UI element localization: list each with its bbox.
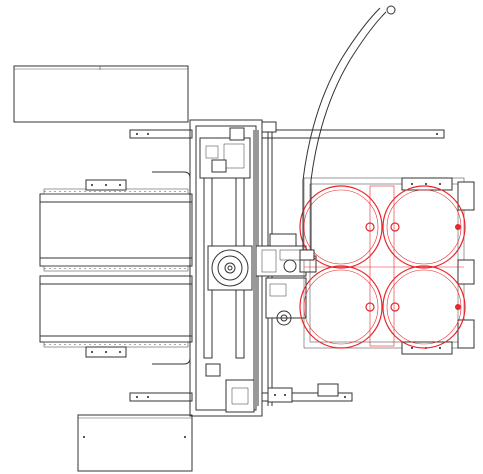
- gripper-carriage: [207, 233, 317, 326]
- infeed-conveyor-lower: [39, 275, 193, 365]
- drum-grid: [299, 185, 466, 349]
- mounting-plates: [261, 121, 339, 403]
- infeed-conveyor-upper: [39, 171, 193, 272]
- supply-hose: [299, 5, 396, 261]
- drum-top-right: [382, 185, 466, 269]
- drum-bung-marker: [455, 224, 461, 230]
- drum-top-left: [299, 185, 383, 269]
- drum-bung-marker: [455, 304, 461, 310]
- loose-panel-bottom: [77, 414, 193, 472]
- loose-panel-top-left: [13, 65, 189, 123]
- drum-bottom-left: [299, 265, 383, 349]
- drum-bottom-right: [382, 265, 466, 349]
